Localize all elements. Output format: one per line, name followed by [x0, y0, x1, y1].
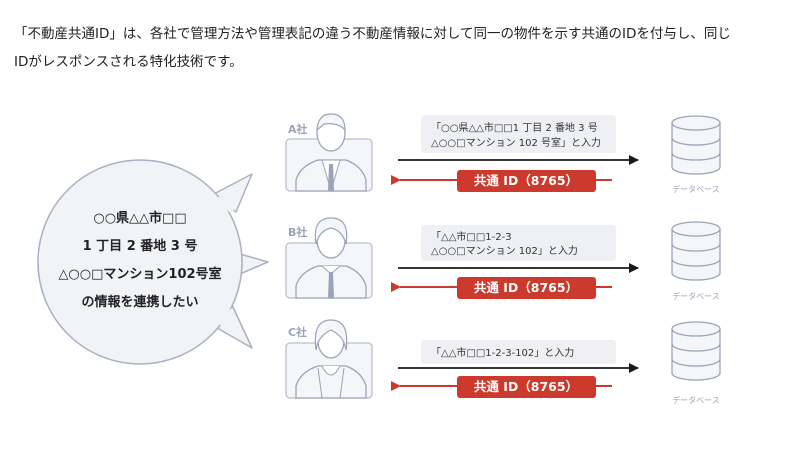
- input-c-line-1: 「△△市□□1-2-3-102」と入力: [431, 346, 574, 359]
- common-id-badge-b: [457, 277, 596, 299]
- database-icon: [671, 115, 721, 175]
- company-c-row: C社 「△△市□□1-2-3-102」と入力 共通 ID（8765） データベー…: [285, 319, 721, 405]
- database-icon: [671, 221, 721, 281]
- input-b-line-2: △○○□マンション 102」と入力: [431, 244, 578, 257]
- company-b-label: B社: [288, 225, 307, 239]
- common-id-b-label: 共通 ID（8765）: [474, 280, 578, 295]
- common-id-c-label: 共通 ID（8765）: [474, 379, 578, 394]
- person-icon: [285, 217, 373, 299]
- intro-line-1: 「不動産共通ID」は、各社で管理方法や管理表記の違う不動産情報に対して同一の物件…: [14, 26, 731, 42]
- person-icon: [285, 113, 373, 193]
- common-id-a-label: 共通 ID（8765）: [474, 173, 578, 188]
- input-box-c: [421, 340, 616, 364]
- bubble-line-1: ○○県△△市□□: [93, 210, 186, 226]
- common-id-badge-a: [457, 170, 596, 192]
- input-a-line-1: 「○○県△△市□□1 丁目 2 番地 3 号: [431, 121, 598, 134]
- company-a-label: A社: [288, 122, 308, 136]
- db-c-label: データベース: [672, 395, 720, 405]
- company-c-label: C社: [288, 325, 307, 339]
- bubble-line-4: の情報を連携したい: [81, 294, 198, 310]
- company-a-row: A社 「○○県△△市□□1 丁目 2 番地 3 号 △○○□マンション 102 …: [285, 113, 721, 194]
- person-icon: [285, 319, 373, 399]
- bubble-line-3: △○○□マンション102号室: [58, 266, 221, 282]
- db-a-label: データベース: [672, 184, 720, 194]
- input-box-b: [421, 225, 616, 261]
- intro-line-2: IDがレスポンスされる特化技術です。: [14, 54, 243, 70]
- database-icon: [671, 321, 721, 381]
- company-b-row: B社 「△△市□□1-2-3 △○○□マンション 102」と入力 共通 ID（8…: [285, 217, 721, 301]
- db-b-label: データベース: [672, 291, 720, 301]
- input-a-line-2: △○○□マンション 102 号室」と入力: [431, 136, 601, 149]
- intro-text: 「不動産共通ID」は、各社で管理方法や管理表記の違う不動産情報に対して同一の物件…: [14, 20, 784, 76]
- speech-bubble: ○○県△△市□□ 1 丁目 2 番地 3 号 △○○□マンション102号室 の情…: [37, 159, 269, 365]
- bubble-line-2: 1 丁目 2 番地 3 号: [83, 238, 198, 254]
- input-box-a: [421, 115, 616, 153]
- common-id-badge-c: [457, 376, 596, 398]
- input-b-line-1: 「△△市□□1-2-3: [431, 230, 512, 243]
